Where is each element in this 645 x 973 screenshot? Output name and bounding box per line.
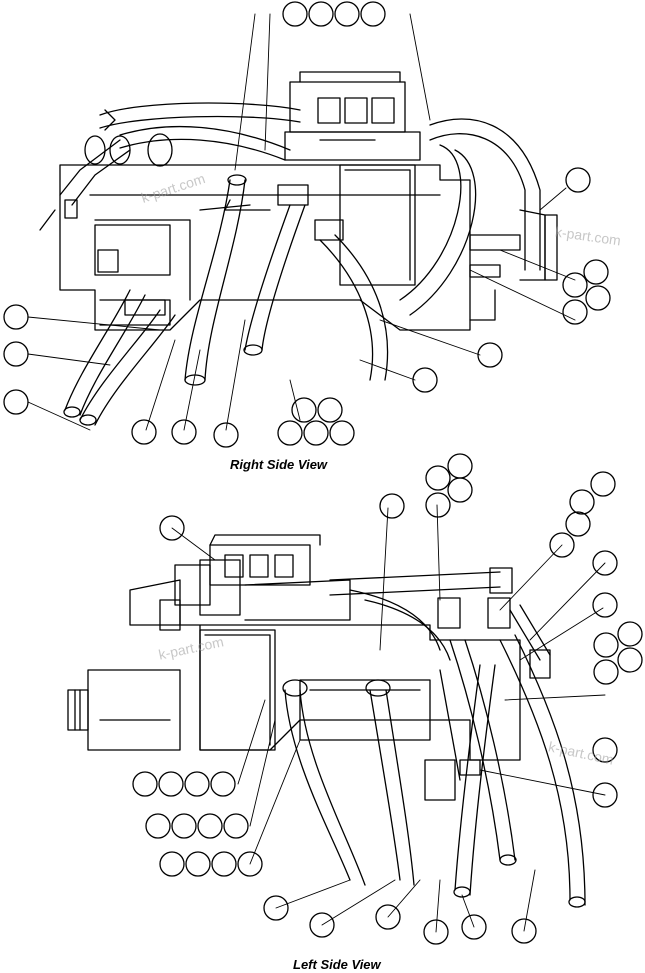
right-side-view-caption: Right Side View: [230, 457, 328, 472]
top-manifold-left: [174, 534, 351, 621]
lower-hoses-left: [282, 634, 586, 908]
leader-lines-right: [27, 13, 576, 431]
right-end-attachment: [469, 209, 558, 321]
right-side-view: [3, 1, 611, 448]
leader-lines-left: [171, 504, 606, 933]
left-side-view: [67, 453, 643, 945]
engine-block-left: [67, 579, 521, 761]
callout-balloons-right: [3, 1, 611, 448]
callout-balloons-left: [132, 453, 643, 945]
top-manifold-right: [284, 71, 421, 161]
upper-hoses-left: [159, 567, 551, 679]
left-fittings-right: [39, 109, 173, 231]
left-side-view-caption: Left Side View: [293, 957, 381, 972]
lower-hoses-right: [63, 174, 389, 426]
upper-hoses-right: [99, 102, 541, 316]
